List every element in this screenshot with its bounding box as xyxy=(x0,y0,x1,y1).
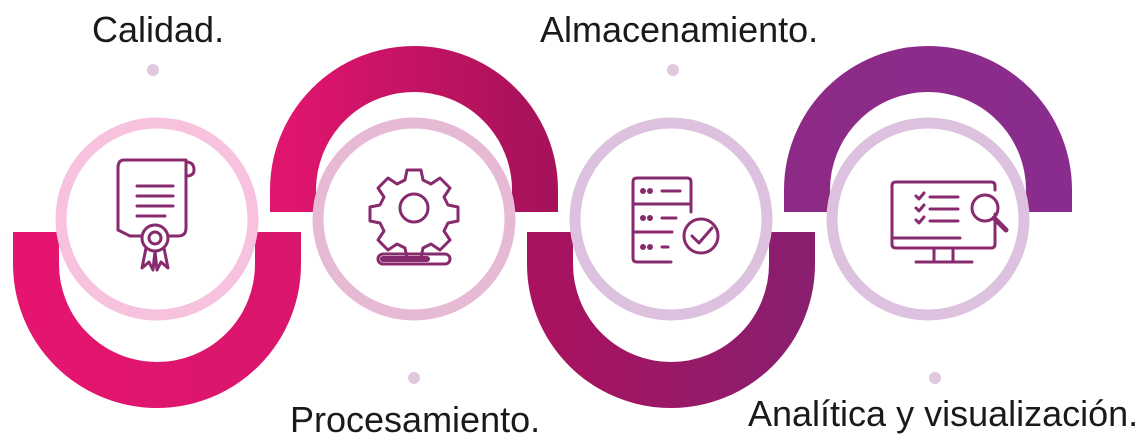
step-label-almacenamiento: Almacenamiento. xyxy=(540,9,819,50)
arc-calidad xyxy=(12,232,301,408)
server-check-icon xyxy=(631,176,720,264)
certificate-scroll-icon xyxy=(116,158,196,272)
dot-almacenamiento xyxy=(667,64,679,76)
step-label-calidad: Calidad. xyxy=(92,9,225,50)
arc-almacenamiento xyxy=(527,232,815,408)
arc-analitica xyxy=(784,46,1072,212)
ring-procesamiento xyxy=(312,117,516,321)
dot-calidad xyxy=(147,64,159,76)
arc-procesamiento xyxy=(270,46,558,212)
ring-calidad xyxy=(55,117,259,321)
ring-analitica xyxy=(826,117,1030,321)
step-label-analitica: Analítica y visualización. xyxy=(748,393,1136,434)
dot-analitica xyxy=(929,372,941,384)
monitor-search-icon xyxy=(890,180,1009,264)
gear-progress-icon xyxy=(368,168,460,266)
dot-procesamiento xyxy=(408,372,420,384)
step-label-procesamiento: Procesamiento. xyxy=(290,399,541,440)
